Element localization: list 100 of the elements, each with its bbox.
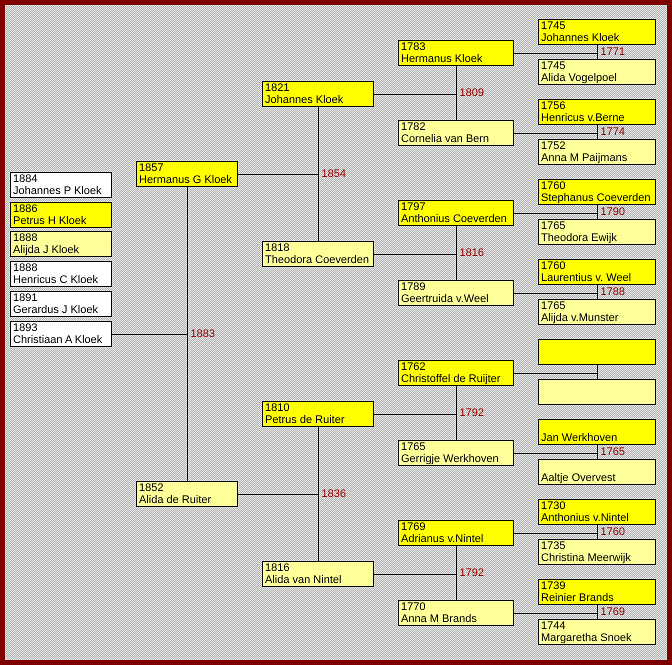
person-name: Jan Werkhoven <box>541 432 618 444</box>
year: 1762 <box>401 361 426 373</box>
empty-box <box>538 379 656 405</box>
person-name: Alijda J Kloek <box>13 244 80 256</box>
connector-line <box>514 53 598 60</box>
year: 1888 <box>13 262 38 274</box>
year: 1765 <box>541 220 566 232</box>
year-label: 1809 <box>460 87 484 99</box>
year: 1765 <box>401 441 426 453</box>
person-box <box>538 499 656 525</box>
year-label: 1769 <box>600 606 625 618</box>
person-name: Johannes Kloek <box>265 94 344 106</box>
person-name: Christiaan A Kloek <box>13 334 102 346</box>
year-label: 1792 <box>460 407 484 419</box>
year: 1769 <box>401 521 426 533</box>
person-box <box>262 401 374 427</box>
person-name: Anna M Paijmans <box>541 152 628 164</box>
person-box <box>398 520 514 546</box>
person-name: Alida Vogelpoel <box>541 72 617 84</box>
person-name: Henricus v.Berne <box>541 112 625 124</box>
year: 1888 <box>13 232 38 244</box>
connector-line <box>514 613 598 620</box>
person-name: Adrianus v.Nintel <box>401 533 484 545</box>
year: 1852 <box>139 482 164 494</box>
person-box <box>538 219 656 245</box>
person-name: Alijda v.Munster <box>541 312 618 324</box>
person-name: Alida van Nintel <box>265 574 342 586</box>
year: 1730 <box>541 500 566 512</box>
person-name: Petrus de Ruiter <box>265 414 344 426</box>
person-name: Hermanus G Kloek <box>139 174 232 186</box>
person-box <box>262 561 374 587</box>
person-name: Anthonius Coeverden <box>401 213 507 225</box>
year-label: 1836 <box>322 488 346 500</box>
year: 1760 <box>541 180 566 192</box>
person-box <box>10 291 112 317</box>
connector-line <box>514 533 598 540</box>
year-label: 1771 <box>600 46 625 58</box>
person-name: Anthonius v.Nintel <box>541 512 629 524</box>
year: 1884 <box>13 173 38 185</box>
year: 1745 <box>541 60 566 72</box>
connector-line <box>514 373 598 380</box>
person-box <box>538 259 656 285</box>
person-name: Reinier Brands <box>541 592 614 604</box>
connector-line <box>514 293 598 300</box>
year-label: 1816 <box>460 247 484 259</box>
person-box <box>398 40 514 66</box>
year: 1752 <box>541 140 566 152</box>
person-box <box>398 600 514 626</box>
person-box <box>398 360 514 386</box>
person-name: Anna M Brands <box>401 613 477 625</box>
person-box <box>10 261 112 287</box>
person-box <box>538 419 656 445</box>
year: 1821 <box>265 82 290 94</box>
year: 1789 <box>401 281 426 293</box>
connector-line <box>514 133 598 140</box>
year-label: 1792 <box>460 567 484 579</box>
person-box <box>538 99 656 125</box>
year-label: 1760 <box>600 526 625 538</box>
year: 1857 <box>139 162 164 174</box>
person-box <box>262 241 374 267</box>
year-label: 1774 <box>600 126 625 138</box>
person-box <box>538 299 656 325</box>
person-name: Geertruida v.Weel <box>401 293 489 305</box>
connector-line <box>514 213 598 220</box>
connector-line <box>112 334 188 482</box>
year-label: 1765 <box>600 446 625 458</box>
year: 1756 <box>541 100 566 112</box>
year: 1810 <box>265 402 290 414</box>
person-box <box>10 321 112 347</box>
year-label: 1883 <box>190 328 215 340</box>
person-box <box>136 481 238 507</box>
year: 1797 <box>401 201 426 213</box>
year: 1765 <box>541 300 566 312</box>
person-box <box>538 539 656 565</box>
year: 1760 <box>541 260 566 272</box>
connector-line <box>238 174 319 242</box>
person-name: Christoffel de Ruijter <box>401 373 500 385</box>
person-box <box>10 231 112 257</box>
person-box <box>538 459 656 485</box>
year: 1745 <box>541 20 566 32</box>
year-label: 1790 <box>600 206 625 218</box>
year: 1770 <box>401 601 426 613</box>
year: 1886 <box>13 203 38 215</box>
person-name: Christina Meerwijk <box>541 552 631 564</box>
person-name: Margaretha Snoek <box>541 632 632 644</box>
person-name: Theodora Ewijk <box>541 232 617 244</box>
year-label: 1854 <box>322 168 346 180</box>
year-label: 1788 <box>600 286 625 298</box>
empty-box <box>538 339 656 365</box>
person-name: Hermanus Kloek <box>401 53 482 65</box>
person-name: Henricus C Kloek <box>13 274 98 286</box>
person-box <box>398 280 514 306</box>
person-name: Gerrigje Werkhoven <box>401 453 499 465</box>
year: 1891 <box>13 292 38 304</box>
person-box <box>538 59 656 85</box>
year: 1782 <box>401 121 426 133</box>
year: 1739 <box>541 580 566 592</box>
year: 1893 <box>13 322 38 334</box>
year: 1744 <box>541 620 566 632</box>
person-box <box>10 172 112 198</box>
